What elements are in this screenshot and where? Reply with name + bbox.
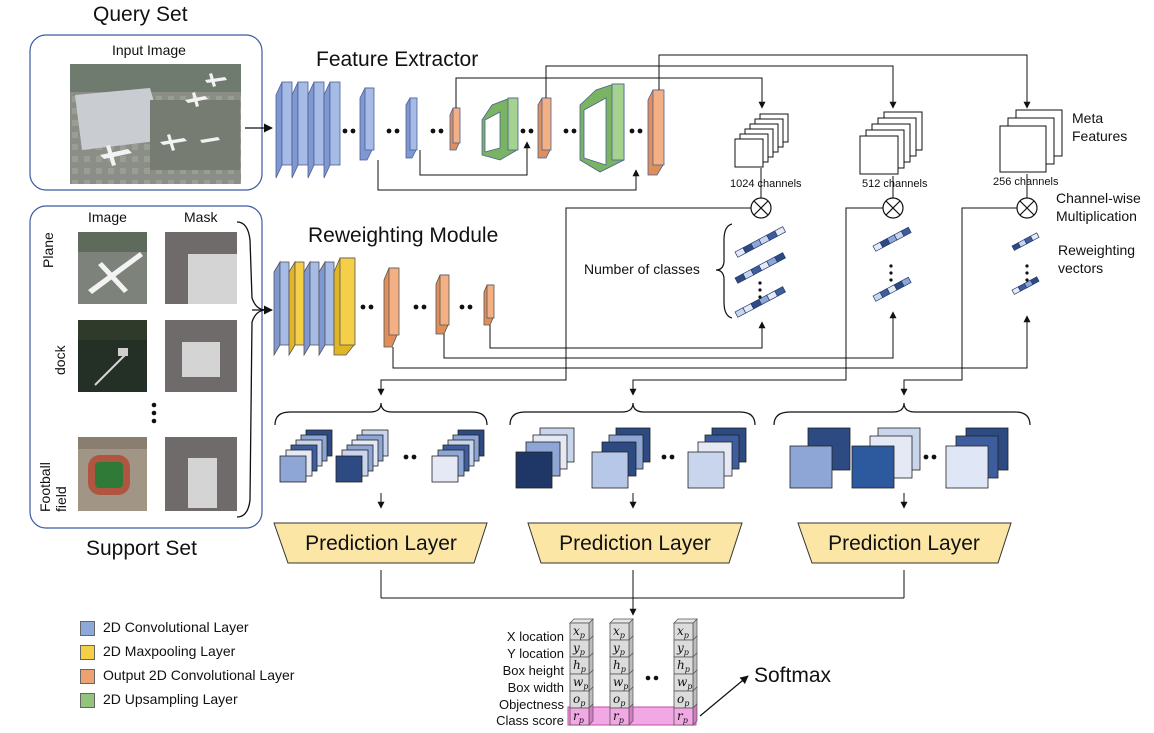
support-image-plane [78, 232, 147, 304]
support-row-label-football: Football field [37, 462, 69, 512]
reweighting-vectors-label-2: vectors [1058, 260, 1104, 276]
input-image-label: Input Image [112, 42, 186, 58]
query-set-title: Query Set [93, 3, 188, 26]
legend-swatch-maxpool [80, 645, 95, 660]
meta-features-256 [999, 109, 1063, 173]
legend-label-conv: 2D Convolutional Layer [103, 619, 249, 635]
reweighting-to-vectors-lines [392, 311, 1031, 369]
support-set-box [29, 205, 263, 529]
feature-extractor-network [275, 81, 665, 179]
features-to-prediction-arrows [377, 493, 908, 509]
weighted-features-512 [515, 427, 747, 489]
channel-wise-label-1: Channel-wise [1056, 190, 1141, 206]
support-ellipsis-dots [151, 402, 157, 424]
support-row-label-plane: Plane [40, 232, 56, 268]
prediction-layer-shapes [273, 522, 1012, 564]
meta-to-multiply-lines [760, 168, 1028, 198]
output-cell-top [569, 618, 594, 624]
support-mask-col-label: Mask [184, 209, 218, 225]
channel-wise-label-2: Multiplication [1056, 208, 1137, 224]
support-image-col-label: Image [88, 209, 127, 225]
output-cell [569, 707, 590, 726]
output-row-label-o: Objectness [498, 697, 564, 712]
prediction-layer-1-label: Prediction Layer [305, 532, 457, 555]
multiply-to-branch-lines [377, 207, 1017, 396]
meta-features-label-1: Meta [1072, 110, 1104, 126]
output-cell-label: xp [573, 624, 585, 640]
weighted-features-1024 [279, 429, 485, 483]
reweighting-network [273, 257, 495, 357]
prediction-layer-3: Prediction Layer [806, 523, 1002, 565]
output-cell-label: rp [573, 709, 584, 725]
reweighting-vectors-1024 [734, 226, 786, 318]
output-cell [609, 707, 630, 726]
support-set-title: Support Set [86, 537, 197, 560]
number-of-classes-label: Number of classes [584, 261, 700, 277]
support-row-label-dock: dock [52, 345, 68, 375]
meta-feature-taps [455, 54, 1031, 109]
output-cell-top [609, 618, 634, 624]
output-cell-top [673, 618, 698, 624]
support-mask-plane [165, 232, 237, 304]
support-mask-football [165, 437, 237, 511]
feature-extractor-dots [342, 128, 643, 134]
output-cell-side [628, 703, 634, 726]
feature-extractor-title: Feature Extractor [316, 48, 479, 71]
meta-features-1024 [734, 113, 789, 168]
reweighting-module-title: Reweighting Module [308, 224, 499, 247]
skip-connections [377, 141, 640, 191]
feature-ellipsis-dots [403, 454, 937, 460]
legend-label-upsampling: 2D Upsampling Layer [103, 691, 238, 707]
vector-ellipsis-dots [758, 264, 1029, 299]
output-row-label-r: Class score [496, 713, 564, 728]
output-row-label-h: Box height [502, 663, 564, 678]
output-row-label-x: X location [506, 629, 564, 644]
support-mask-dock [165, 320, 237, 392]
output-row-label-w: Box width [507, 680, 564, 695]
weighted-features-256 [789, 427, 1009, 489]
reweighting-vectors-label-1: Reweighting [1058, 242, 1136, 258]
reweighting-vectors-512 [872, 226, 912, 302]
output-cell-side [692, 703, 698, 726]
output-cell [673, 707, 694, 726]
legend-swatch-upsampling [80, 693, 95, 708]
branch-braces [274, 402, 1031, 426]
support-image-dock [78, 320, 147, 392]
channels-256-label: 256 channels [993, 176, 1059, 188]
legend-swatch-conv [80, 621, 95, 636]
reweighting-dots [360, 304, 473, 310]
meta-features-label-2: Features [1072, 128, 1128, 144]
legend-label-maxpool: 2D Maxpooling Layer [103, 643, 236, 659]
classes-brace [715, 223, 733, 319]
output-row-label-y: Y location [507, 646, 564, 661]
output-cell-label: rp [613, 709, 624, 725]
reweighting-vectors-256 [1011, 232, 1040, 295]
output-cell-label: rp [677, 709, 688, 725]
query-input-photo [70, 64, 241, 184]
multiply-icons [750, 197, 1038, 219]
prediction-layer-2: Prediction Layer [537, 523, 733, 565]
prediction-layer-2-label: Prediction Layer [559, 532, 711, 555]
softmax-label: Softmax [754, 664, 832, 687]
output-cell-label: xp [677, 624, 689, 640]
channels-1024-label: 1024 channels [730, 178, 802, 190]
prediction-layer-1: Prediction Layer [283, 523, 479, 565]
prediction-layer-3-label: Prediction Layer [828, 532, 980, 555]
support-image-football [78, 437, 147, 511]
channels-512-label: 512 channels [862, 178, 928, 190]
output-cell-label: xp [613, 624, 625, 640]
softmax-arrow [699, 675, 749, 717]
output-cell-side [588, 703, 594, 726]
legend-label-output-conv: Output 2D Convolutional Layer [103, 667, 295, 683]
meta-features-512 [859, 111, 923, 175]
prediction-to-output-lines [380, 570, 905, 616]
legend-swatch-output-conv [80, 669, 95, 684]
query-set-box [29, 34, 263, 191]
output-ellipsis-dots [645, 675, 659, 681]
